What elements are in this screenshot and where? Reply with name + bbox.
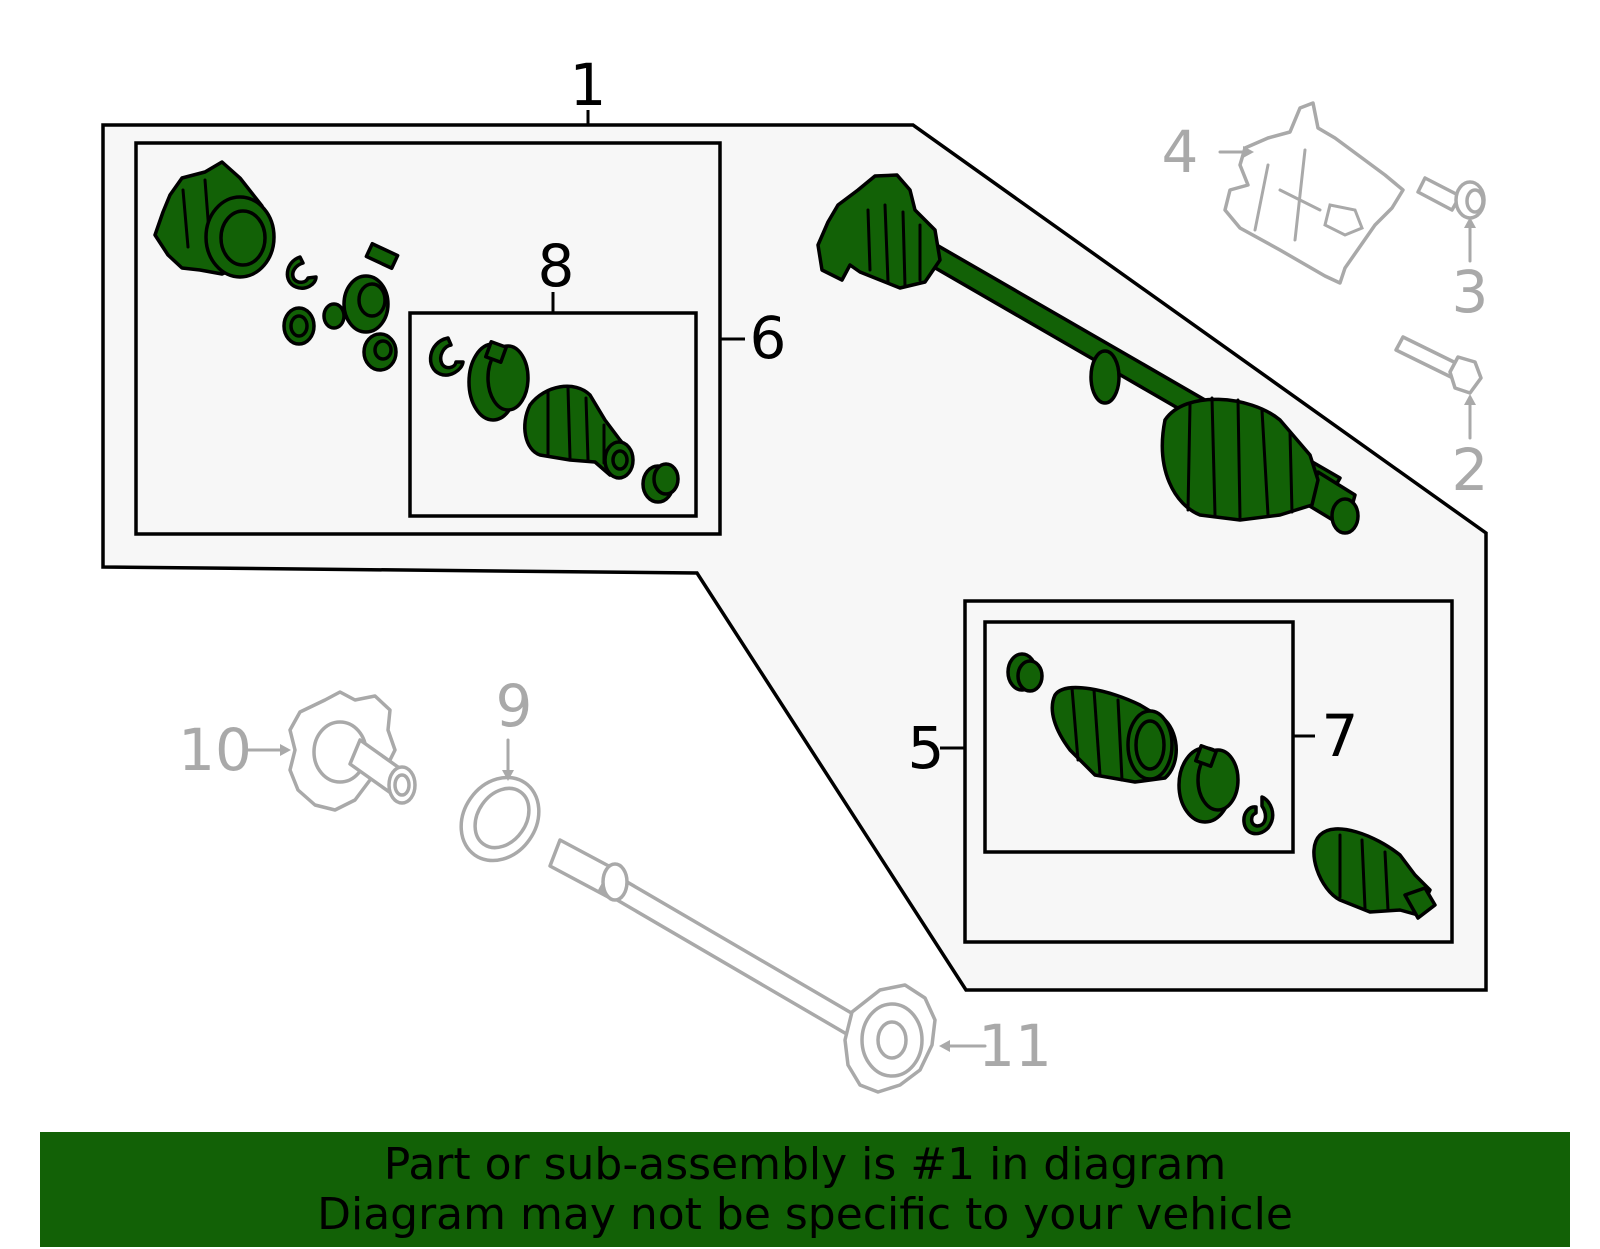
callout-arrows xyxy=(244,146,1476,1052)
boot-8 xyxy=(523,384,635,480)
callout-11: 11 xyxy=(978,1012,1052,1080)
banner-line-2: Diagram may not be specific to your vehi… xyxy=(317,1189,1293,1240)
info-banner: Part or sub-assembly is #1 in diagram Di… xyxy=(40,1132,1570,1247)
axle-shaft xyxy=(548,838,937,1094)
mounting-bracket xyxy=(1223,101,1405,285)
inner-cv-joint xyxy=(1312,827,1437,920)
banner-line-1: Part or sub-assembly is #1 in diagram xyxy=(383,1139,1227,1190)
boot-7-clamp xyxy=(1177,743,1240,824)
wheel-hub-flange xyxy=(288,690,417,812)
callout-6: 6 xyxy=(750,304,787,372)
bolt-short xyxy=(1416,176,1486,220)
boot-7-clip xyxy=(1242,795,1275,836)
outer-cv-joint-housing xyxy=(153,160,276,279)
boot-7-small-clamp xyxy=(1006,652,1044,693)
inner-race xyxy=(322,241,400,334)
spacer-ring xyxy=(282,306,316,346)
callout-7: 7 xyxy=(1322,702,1359,770)
bolt-long xyxy=(1394,335,1483,395)
callout-4: 4 xyxy=(1162,118,1199,186)
bushing xyxy=(362,332,398,372)
subassembly-5-box xyxy=(963,599,1454,944)
callout-2: 2 xyxy=(1452,436,1489,504)
oil-seal xyxy=(459,775,541,863)
callout-9: 9 xyxy=(496,672,533,740)
callout-3: 3 xyxy=(1452,258,1489,326)
boot-8-clip xyxy=(428,336,465,377)
boot-8-small-clamp xyxy=(641,462,680,504)
callout-8: 8 xyxy=(538,232,575,300)
assembly-1-outline xyxy=(101,123,1488,992)
callout-1: 1 xyxy=(570,51,607,119)
callout-10: 10 xyxy=(178,716,252,784)
boot-8-clamp xyxy=(467,339,530,422)
boot-7 xyxy=(1050,685,1178,784)
halfshaft-assembly xyxy=(816,173,1360,535)
snap-ring-small xyxy=(285,255,318,290)
callout-5: 5 xyxy=(908,714,945,782)
